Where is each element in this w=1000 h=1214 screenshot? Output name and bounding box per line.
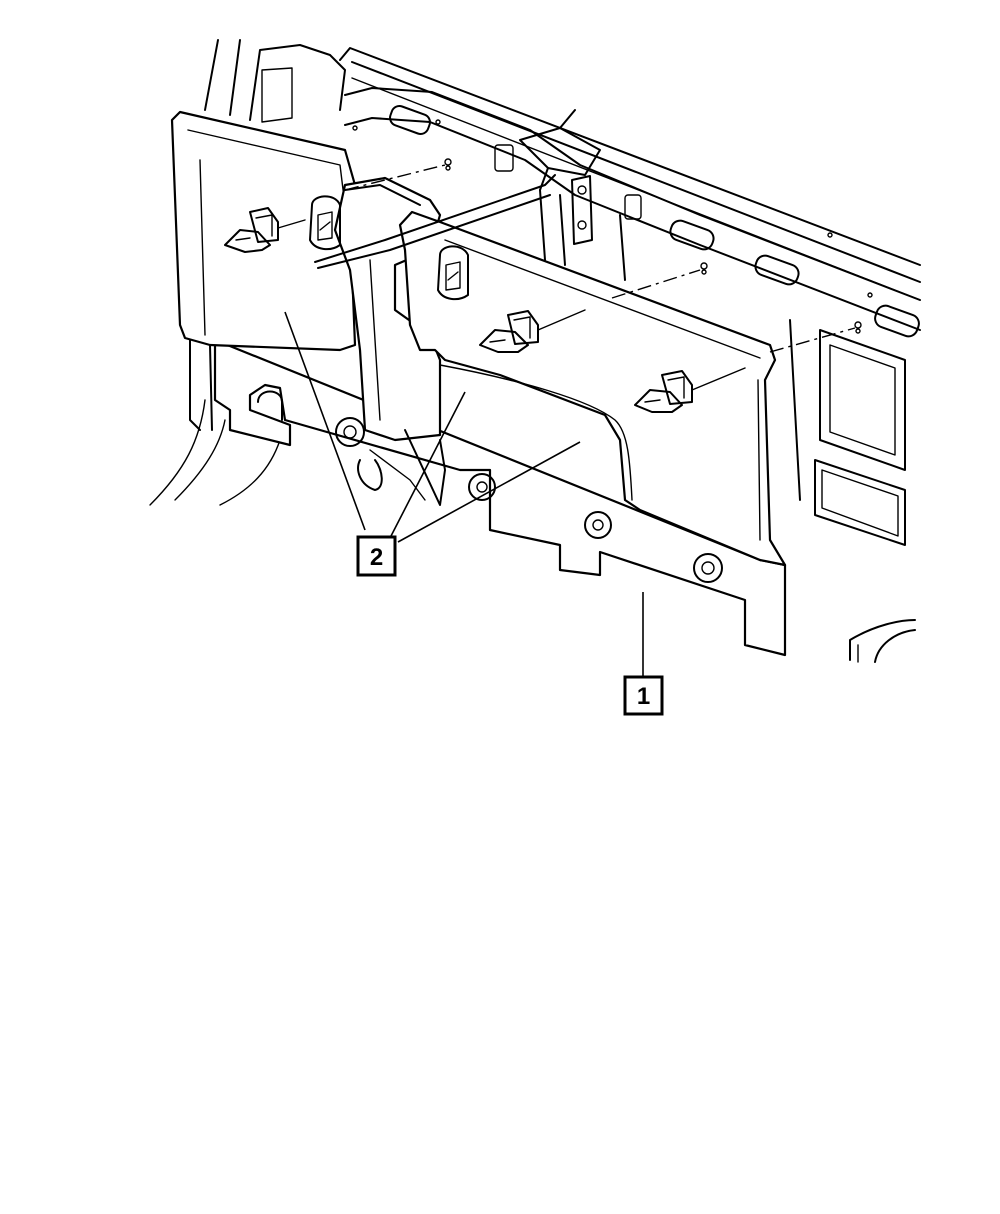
- seat-belt-buckle-1: [309, 195, 341, 251]
- cab-back-wall: [204, 39, 921, 546]
- callout-1: 1: [623, 675, 664, 716]
- latch-bracket-2: [479, 309, 586, 353]
- callout-2-label: 2: [370, 544, 383, 571]
- fasteners: [352, 119, 873, 334]
- seat-back-panel-left: [170, 110, 357, 352]
- latch-bracket-3: [634, 367, 746, 413]
- floor-structure-left: [149, 339, 281, 506]
- rear-fender-right: [849, 619, 916, 663]
- lower-trim-panel: [213, 338, 787, 657]
- callout-1-label: 1: [637, 683, 650, 710]
- callout-2: 2: [356, 535, 397, 577]
- attachment-lines: [344, 164, 856, 353]
- seat-belt-buckle-2: [437, 245, 469, 301]
- seat-strap: [314, 174, 556, 269]
- seat-back-panel-right: [398, 210, 787, 567]
- latch-bracket-1: [224, 207, 306, 253]
- callout-2-leaders: [284, 311, 581, 543]
